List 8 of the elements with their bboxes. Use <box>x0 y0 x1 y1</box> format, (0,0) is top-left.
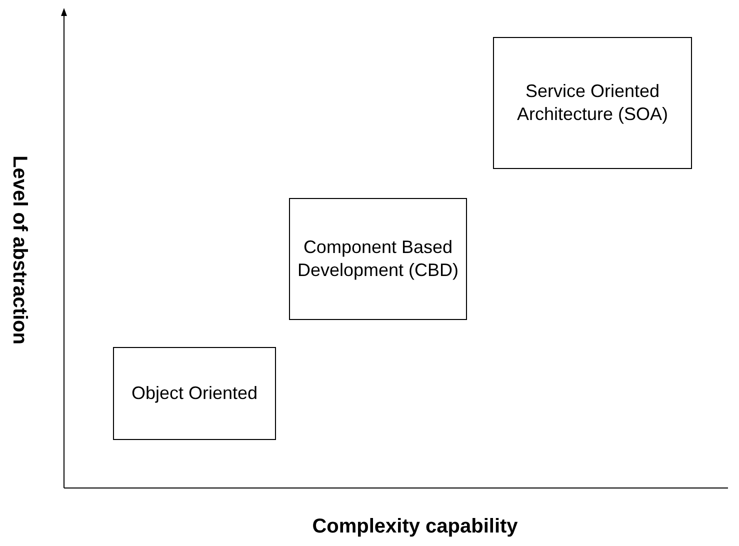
axis-title: Complexity capability <box>312 516 518 538</box>
concept-box <box>113 347 276 440</box>
box-text: Service Oriented Architecture (SOA) <box>516 80 670 126</box>
box-text: Component Based Development (CBD) <box>296 236 460 282</box>
concept-box <box>493 37 692 169</box>
box-text: Object Oriented <box>130 382 259 405</box>
axis-title: Level of abstraction <box>8 156 30 344</box>
concept-box <box>289 198 467 320</box>
